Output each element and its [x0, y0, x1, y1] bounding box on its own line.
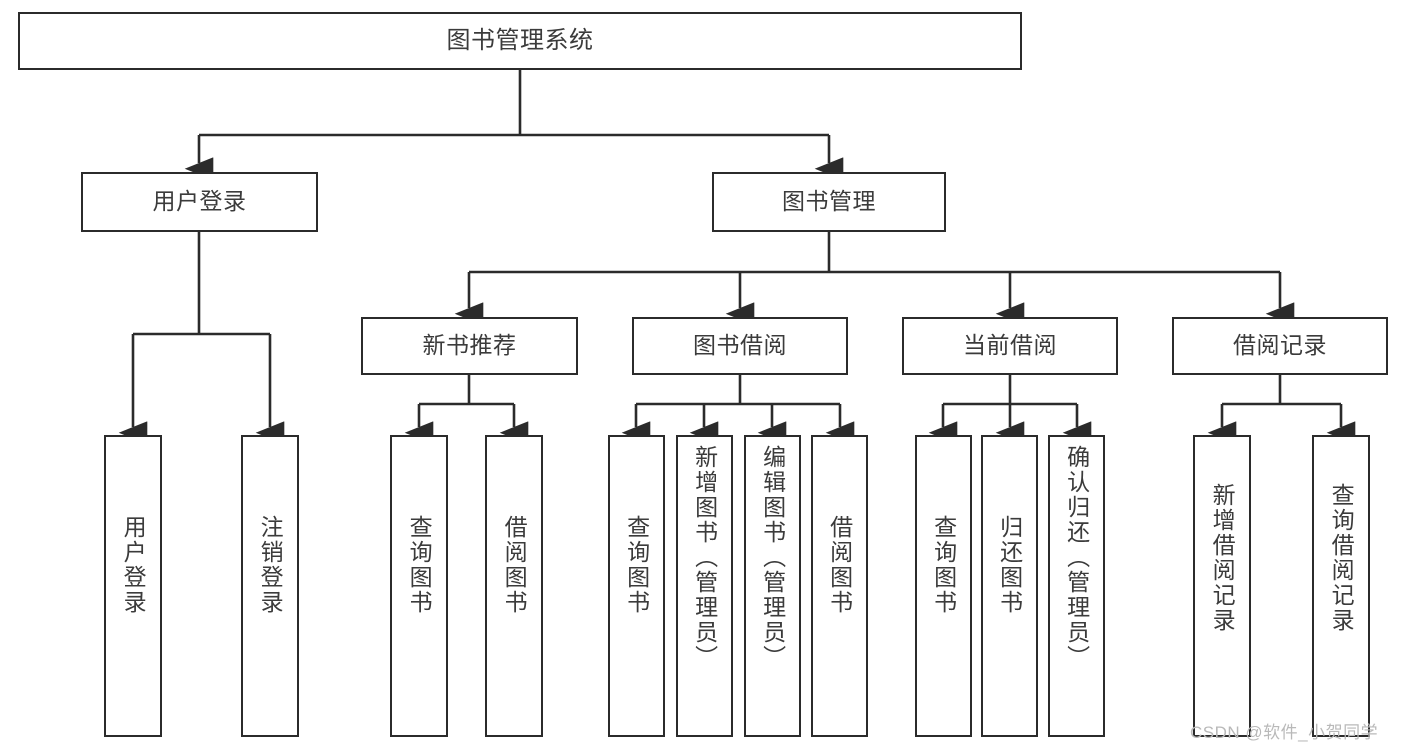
leaf-user-login-signin[interactable]: 用户登录 — [104, 435, 162, 737]
leaf-new-book-query-books[interactable]: 查询图书 — [390, 435, 448, 737]
node-root-book-management-system[interactable]: 图书管理系统 — [18, 12, 1022, 70]
node-label: 新增借阅记录 — [1209, 483, 1236, 633]
node-label: 新书推荐 — [422, 332, 517, 359]
node-book-borrow[interactable]: 图书借阅 — [632, 317, 848, 375]
node-label: 查询图书 — [406, 515, 433, 615]
leaf-borrow-record-query-record[interactable]: 查询借阅记录 — [1312, 435, 1370, 737]
node-label: 图书管理系统 — [446, 26, 594, 54]
node-label: 借阅记录 — [1233, 332, 1327, 359]
node-label: 查询图书 — [930, 515, 957, 615]
node-label: 新增图书（管理员） — [691, 445, 718, 670]
node-label: 确认归还（管理员） — [1063, 445, 1090, 670]
node-user-login[interactable]: 用户登录 — [81, 172, 318, 232]
leaf-current-borrow-return-books[interactable]: 归还图书 — [981, 435, 1038, 737]
leaf-new-book-borrow-books[interactable]: 借阅图书 — [485, 435, 543, 737]
leaf-book-borrow-edit-book-admin[interactable]: 编辑图书（管理员） — [744, 435, 801, 737]
leaf-current-borrow-query-books[interactable]: 查询图书 — [915, 435, 972, 737]
node-label: 查询借阅记录 — [1328, 483, 1355, 633]
node-label: 编辑图书（管理员） — [759, 445, 786, 670]
node-label: 借阅图书 — [826, 515, 853, 615]
node-label: 图书借阅 — [693, 332, 787, 359]
node-label: 注销登录 — [257, 515, 284, 615]
leaf-book-borrow-borrow-books[interactable]: 借阅图书 — [811, 435, 868, 737]
node-label: 借阅图书 — [501, 515, 528, 615]
node-label: 用户登录 — [120, 515, 147, 615]
node-label: 归还图书 — [996, 515, 1023, 615]
node-book-management[interactable]: 图书管理 — [712, 172, 946, 232]
leaf-user-login-logout[interactable]: 注销登录 — [241, 435, 299, 737]
node-label: 用户登录 — [152, 188, 247, 215]
leaf-book-borrow-add-book-admin[interactable]: 新增图书（管理员） — [676, 435, 733, 737]
node-label: 当前借阅 — [963, 332, 1057, 359]
node-label: 查询图书 — [623, 515, 650, 615]
node-label: 图书管理 — [782, 188, 876, 215]
node-borrow-record[interactable]: 借阅记录 — [1172, 317, 1388, 375]
csdn-watermark: CSDN @软件_小贺同学 — [1190, 723, 1379, 742]
leaf-current-borrow-confirm-return-admin[interactable]: 确认归还（管理员） — [1048, 435, 1105, 737]
leaf-book-borrow-query-books[interactable]: 查询图书 — [608, 435, 665, 737]
leaf-borrow-record-add-record[interactable]: 新增借阅记录 — [1193, 435, 1251, 737]
node-new-book-recommend[interactable]: 新书推荐 — [361, 317, 578, 375]
node-current-borrow[interactable]: 当前借阅 — [902, 317, 1118, 375]
